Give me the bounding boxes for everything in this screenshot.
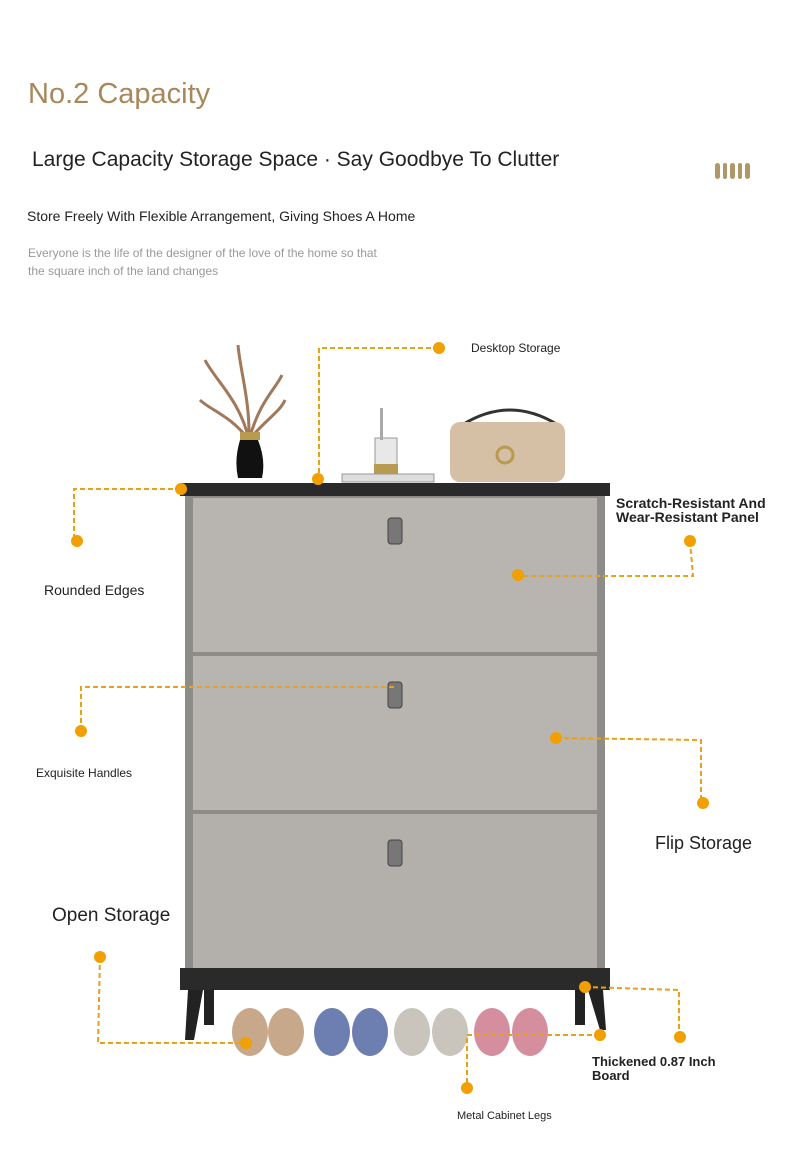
drawer-2: [193, 656, 597, 810]
label-exquisite-handles: Exquisite Handles: [36, 766, 133, 780]
drawer-handles: [387, 517, 403, 867]
decorative-bars-icon: [715, 163, 750, 179]
cabinet-base: [180, 968, 610, 990]
metal-legs: [185, 990, 606, 1040]
label-open-storage: Open Storage: [52, 905, 171, 926]
drawer-3: [193, 814, 597, 968]
tagline: Store Freely With Flexible Arrangement, …: [27, 208, 416, 224]
label-thickened-board: Thickened 0.87 Inch Board: [592, 1054, 716, 1083]
callout-dots: [71, 342, 709, 1094]
label-scratch-resistant: Scratch-Resistant And Wear-Resistant Pan…: [616, 495, 766, 525]
shoes: [232, 1008, 548, 1056]
label-flip-storage: Flip Storage: [655, 833, 753, 853]
cabinet-top: [180, 483, 610, 496]
handbag: [450, 408, 565, 482]
label-desktop-storage: Desktop Storage: [471, 341, 561, 355]
section-title: No.2 Capacity: [28, 78, 211, 110]
description: Everyone is the life of the designer of …: [28, 246, 377, 278]
label-metal-legs: Metal Cabinet Legs: [457, 1110, 552, 1122]
candle-books: [341, 408, 435, 483]
label-rounded-edges: Rounded Edges: [44, 582, 145, 598]
callout-lines: [73, 347, 702, 1088]
vase-plant: [198, 344, 287, 478]
subtitle: Large Capacity Storage Space · Say Goodb…: [32, 148, 560, 171]
